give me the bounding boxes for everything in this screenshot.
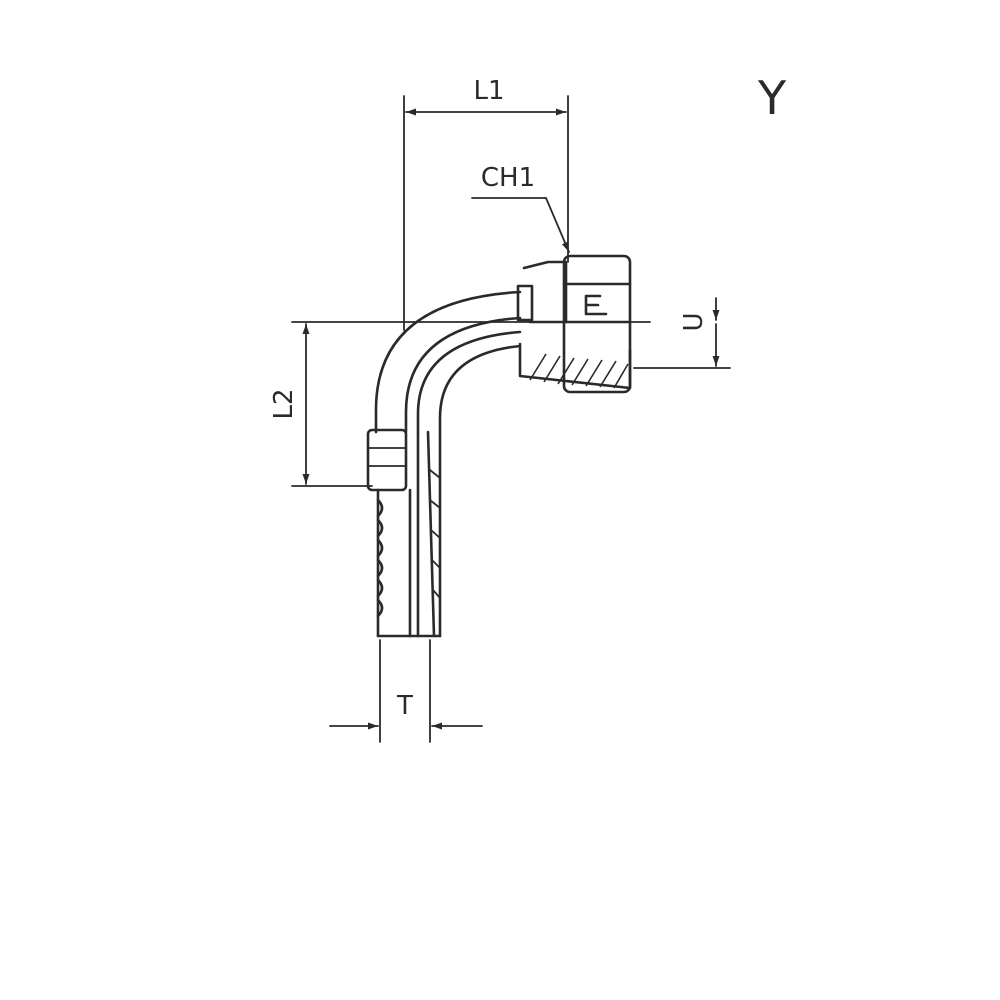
l2-label: L2	[269, 388, 299, 419]
hose-fitting	[366, 254, 632, 638]
tail-barbs	[376, 498, 384, 618]
l2-dimension: L2	[269, 323, 310, 485]
tail-bore-section	[416, 430, 442, 638]
bend-inner-edge-2	[416, 330, 522, 434]
ch1-label: CH1	[481, 163, 535, 193]
t-dimension: T	[329, 639, 483, 743]
t-label: T	[396, 691, 413, 721]
bend-outer-edge	[374, 290, 522, 434]
swivel-nut	[562, 254, 632, 394]
ch1-leader-arrow	[545, 197, 570, 253]
tail-barbs-right	[429, 469, 441, 599]
ch1-leader: CH1	[471, 163, 570, 253]
u-label: U	[679, 312, 709, 331]
view-label: Y	[757, 71, 787, 125]
nut-marking	[584, 294, 608, 316]
tail-outer-edges	[376, 488, 412, 638]
nut-section-hatch	[529, 353, 629, 389]
bend-inner-edge-1	[404, 316, 522, 434]
neck-collar	[516, 284, 534, 322]
nut-section-outline	[518, 342, 632, 390]
l1-label: L1	[473, 76, 504, 106]
swivel-shoulder	[522, 260, 568, 324]
l1-dimension: L1	[403, 76, 569, 331]
ferrule-collar	[366, 428, 408, 492]
u-dimension: U	[633, 297, 731, 369]
bend-bore-edge	[438, 344, 522, 434]
